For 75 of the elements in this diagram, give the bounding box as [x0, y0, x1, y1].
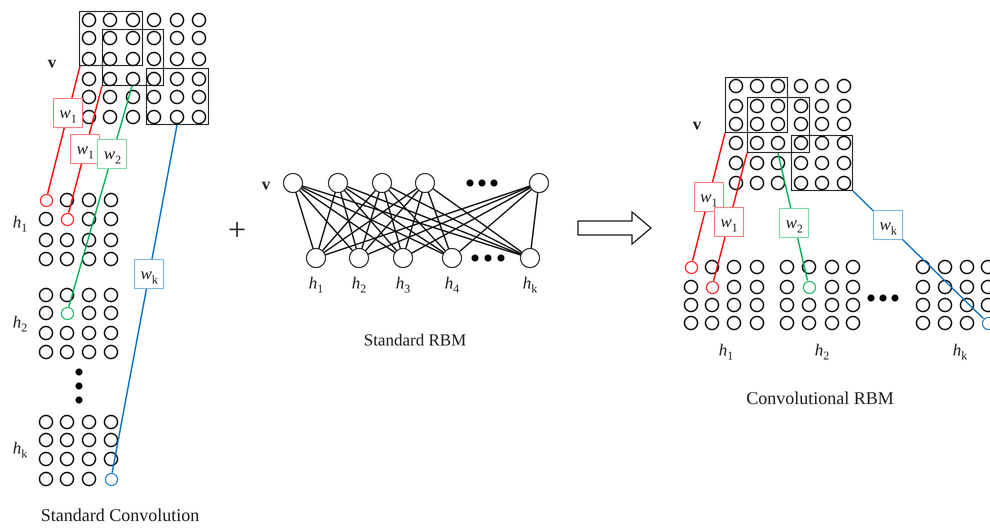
diagram-label: Convolutional RBM — [746, 389, 894, 407]
connector-line — [428, 192, 450, 249]
diagram-label: h$_{1}$ — [12, 213, 28, 235]
neuron-circle — [349, 248, 369, 268]
filter-window — [725, 77, 788, 133]
edge-label: w$_{1}$ — [714, 206, 744, 237]
neuron-circle — [415, 173, 435, 193]
connector-line — [324, 188, 418, 253]
edge-label: w$_{1}$ — [53, 98, 83, 128]
neuron-circle — [529, 173, 549, 193]
diagram-label: h$_{2}$ — [814, 341, 830, 363]
connector-line — [344, 190, 397, 251]
edge-label: w$_{1}$ — [70, 134, 100, 164]
edge-label: w$_{1}$ — [694, 182, 724, 212]
diagram-label: v — [692, 116, 702, 132]
connector-line — [432, 188, 522, 253]
connector-line — [368, 186, 530, 255]
neuron-circle — [60, 306, 74, 320]
connector-line — [384, 192, 401, 249]
plus-sign: + — [228, 213, 246, 245]
connector-line — [340, 192, 357, 249]
connector-line — [346, 188, 444, 254]
neuron-circle — [328, 173, 348, 193]
diagram-label: Standard RBM — [364, 332, 466, 348]
neuron-circle — [104, 472, 118, 486]
connector-line — [295, 192, 314, 249]
diagram-label: h$_{k}$ — [12, 439, 28, 461]
edge-label: w$_{2}$ — [97, 139, 128, 170]
unit-label: h$_{k}$ — [522, 274, 538, 296]
diagram-label: v — [48, 54, 56, 70]
neuron-circle — [520, 248, 540, 268]
neuron-circle — [40, 194, 52, 206]
edge-label: w$_{k}$ — [134, 259, 164, 290]
neuron-circle — [442, 248, 462, 268]
connector-line — [347, 186, 521, 256]
connector-line — [300, 188, 396, 253]
connector-line — [318, 192, 336, 249]
edge-label: w$_{k}$ — [873, 210, 904, 240]
diagram-label: Standard Convolution — [40, 506, 200, 524]
neuron-circle — [306, 248, 326, 268]
neuron-circle — [283, 173, 303, 193]
connector-line — [459, 189, 532, 252]
connector-line — [325, 186, 530, 256]
connector-line — [365, 190, 419, 251]
connector-line — [361, 192, 380, 249]
unit-label: h$_{3}$ — [396, 274, 410, 296]
edge-label: w$_{2}$ — [779, 208, 810, 238]
diagram-label: h$_{2}$ — [12, 313, 28, 335]
connector-line — [302, 186, 444, 254]
connector-line — [530, 192, 538, 248]
filter-window — [146, 68, 209, 125]
diagram-label: v — [262, 176, 270, 192]
unit-label: h$_{1}$ — [308, 274, 324, 296]
neuron-circle — [60, 212, 74, 226]
unit-label: h$_{4}$ — [444, 274, 460, 296]
connector-line — [299, 190, 353, 251]
connector-line — [405, 192, 423, 249]
connector-line — [390, 186, 522, 254]
connector-line — [112, 124, 178, 473]
connector-line — [322, 190, 376, 251]
diagram-label: h$_{1}$ — [718, 341, 734, 363]
filter-window — [102, 29, 164, 86]
neuron-circle — [802, 280, 816, 294]
filter-window — [791, 135, 853, 191]
neuron-circle — [684, 260, 698, 274]
neuron-circle — [706, 280, 718, 294]
filter-window — [79, 11, 143, 66]
connector-line — [302, 185, 521, 256]
connector-line — [388, 190, 446, 252]
neuron-circle — [372, 173, 392, 193]
neuron-circle — [393, 248, 413, 268]
diagram-label: h$_{k}$ — [952, 341, 968, 363]
filter-window — [747, 97, 810, 153]
connector-line — [411, 187, 531, 254]
unit-label: h$_{2}$ — [352, 274, 366, 296]
